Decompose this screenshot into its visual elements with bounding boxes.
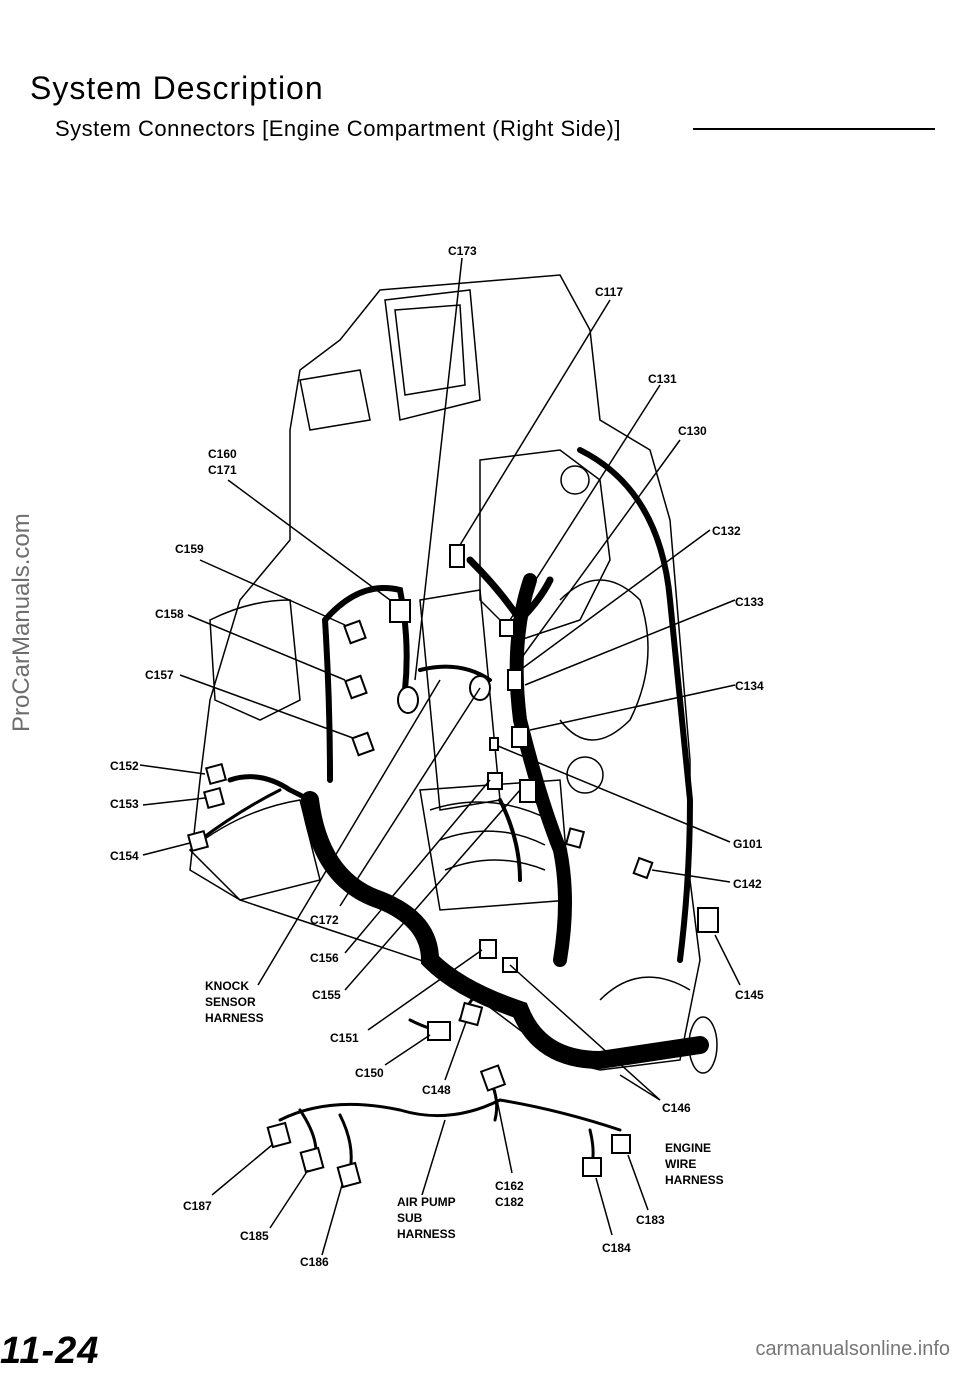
label-g101: G101 [733, 837, 763, 851]
label-air-2: SUB [397, 1211, 423, 1225]
label-c184: C184 [602, 1241, 631, 1255]
label-eng-1: ENGINE [665, 1141, 711, 1155]
connector-shapes [186, 544, 719, 1189]
connector-labels: C173 C117 C131 C130 C160 C171 C132 C159 … [110, 244, 764, 1269]
label-air-1: AIR PUMP [397, 1195, 456, 1209]
label-c182: C182 [495, 1195, 524, 1209]
label-c157: C157 [145, 668, 174, 682]
label-c173: C173 [448, 244, 477, 258]
label-c156: C156 [310, 951, 339, 965]
label-c171: C171 [208, 463, 237, 477]
label-c150: C150 [355, 1066, 384, 1080]
label-c187: C187 [183, 1199, 212, 1213]
label-c160: C160 [208, 447, 237, 461]
label-c158: C158 [155, 607, 184, 621]
label-c133: C133 [735, 595, 764, 609]
label-c146: C146 [662, 1101, 691, 1115]
label-c185: C185 [240, 1229, 269, 1243]
label-c155: C155 [312, 988, 341, 1002]
wire-harnesses [198, 447, 709, 1172]
watermark-bottom: carmanualsonline.info [755, 1338, 950, 1360]
label-c130: C130 [678, 424, 707, 438]
label-c159: C159 [175, 542, 204, 556]
label-air-3: HARNESS [397, 1227, 456, 1241]
engine-outline [188, 274, 718, 1074]
label-c151: C151 [330, 1031, 359, 1045]
label-c142: C142 [733, 877, 762, 891]
label-c152: C152 [110, 759, 139, 773]
label-c186: C186 [300, 1255, 329, 1269]
label-eng-3: HARNESS [665, 1173, 724, 1187]
page-subtitle: System Connectors [Engine Compartment (R… [55, 116, 621, 141]
label-c145: C145 [735, 988, 764, 1002]
title-rule [693, 128, 935, 130]
label-c132: C132 [712, 524, 741, 538]
label-knock-3: HARNESS [205, 1011, 264, 1025]
label-c162: C162 [495, 1179, 524, 1193]
label-knock-2: SENSOR [205, 995, 256, 1009]
label-knock-1: KNOCK [205, 979, 249, 993]
watermark-left: ProCarManuals.com [8, 513, 35, 732]
label-c183: C183 [636, 1213, 665, 1227]
label-c148: C148 [422, 1083, 451, 1097]
label-c154: C154 [110, 849, 139, 863]
page-title: System Description [30, 70, 324, 106]
label-c131: C131 [648, 372, 677, 386]
leader-lines [139, 257, 741, 1256]
page-number: 11-24 [0, 1330, 100, 1372]
label-c117: C117 [595, 285, 623, 299]
label-eng-2: WIRE [665, 1157, 696, 1171]
label-c153: C153 [110, 797, 139, 811]
label-c172: C172 [310, 913, 339, 927]
label-c134: C134 [735, 679, 764, 693]
